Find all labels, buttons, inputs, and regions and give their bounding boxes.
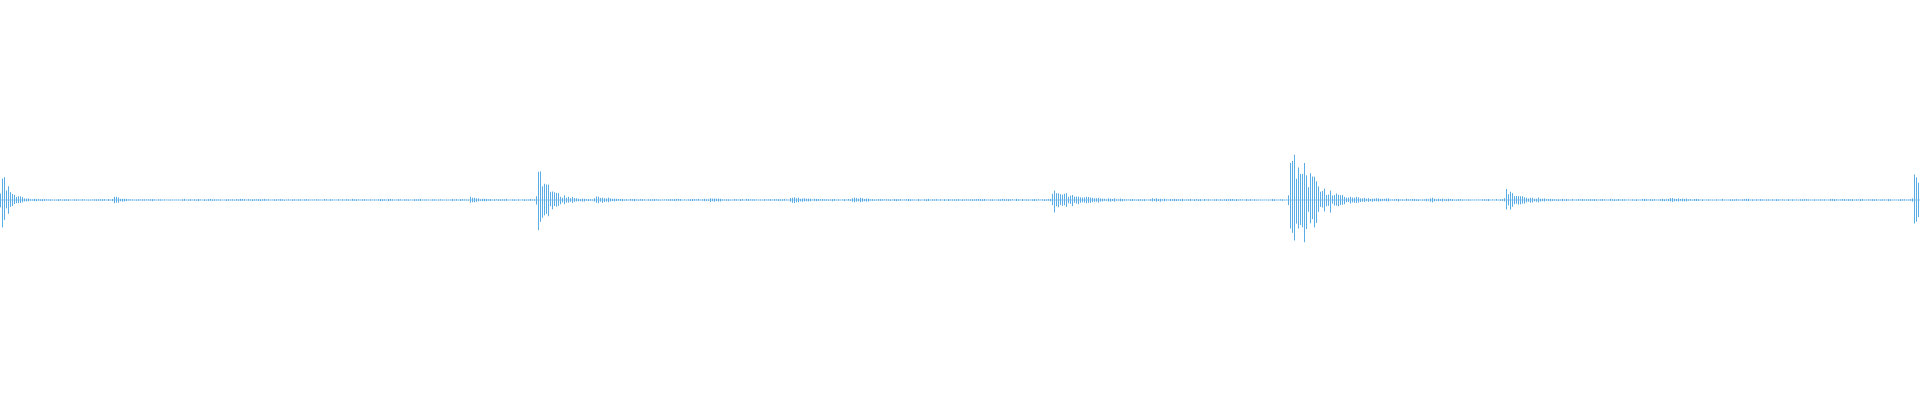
waveform-signal: [0, 154, 1919, 243]
waveform-bars: [0, 154, 1919, 243]
